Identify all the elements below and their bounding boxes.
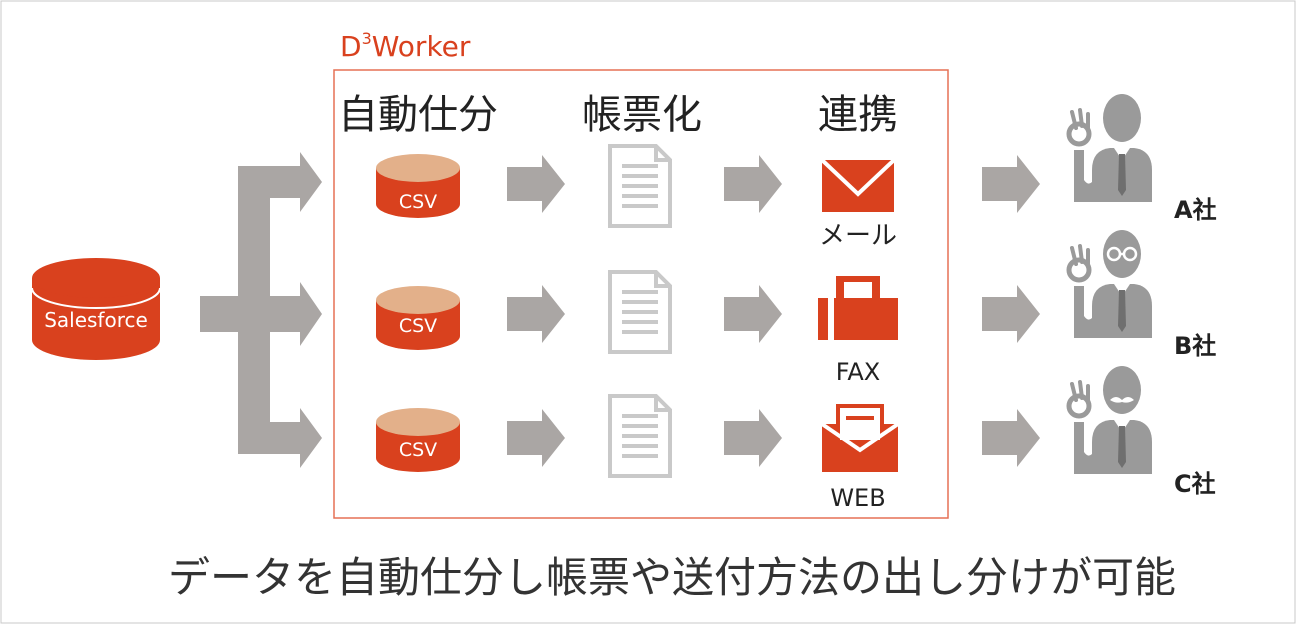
arrow-row1-b <box>724 155 782 213</box>
stage-header-form: 帳票化 <box>582 92 702 138</box>
csv-label-row2: CSV <box>399 315 437 337</box>
businessman-icon <box>1069 94 1152 202</box>
recipient-label-b: B社 <box>1174 332 1216 360</box>
d3worker-box <box>333 69 949 519</box>
arrow-row3-a <box>507 409 565 467</box>
businessman-mustache-icon <box>1069 366 1152 474</box>
document-icon-row2 <box>608 270 672 354</box>
document-icon-row3 <box>608 394 672 478</box>
document-icon-row1 <box>608 144 672 228</box>
mail-icon <box>820 158 896 212</box>
arrow-row1-a <box>507 155 565 213</box>
arrow-row3-c <box>982 409 1040 467</box>
recipient-label-c: C社 <box>1174 470 1216 498</box>
recipient-label-a: A社 <box>1174 196 1217 224</box>
csv-label-row1: CSV <box>399 191 437 213</box>
arrow-row2-b <box>724 285 782 343</box>
branch-arrow <box>200 152 322 468</box>
channel-label-web: WEB <box>830 484 885 512</box>
d3worker-title: D3Worker <box>340 29 471 63</box>
csv-label-row3: CSV <box>399 439 437 461</box>
channel-label-fax: FAX <box>836 358 880 386</box>
fax-icon <box>818 276 898 340</box>
arrow-row2-a <box>507 285 565 343</box>
businessman-glasses-icon <box>1069 230 1152 338</box>
bottom-caption: データを自動仕分し帳票や送付方法の出し分けが可能 <box>168 553 1176 602</box>
arrow-row3-b <box>724 409 782 467</box>
web-mail-icon <box>820 404 900 472</box>
salesforce-label: Salesforce <box>44 308 148 332</box>
channel-label-mail: メール <box>819 221 897 251</box>
arrow-row2-c <box>982 285 1040 343</box>
stage-header-link: 連携 <box>818 92 898 138</box>
stage-header-sort: 自動仕分 <box>338 92 498 138</box>
salesforce-database-icon <box>31 258 161 360</box>
arrow-row1-c <box>982 155 1040 213</box>
